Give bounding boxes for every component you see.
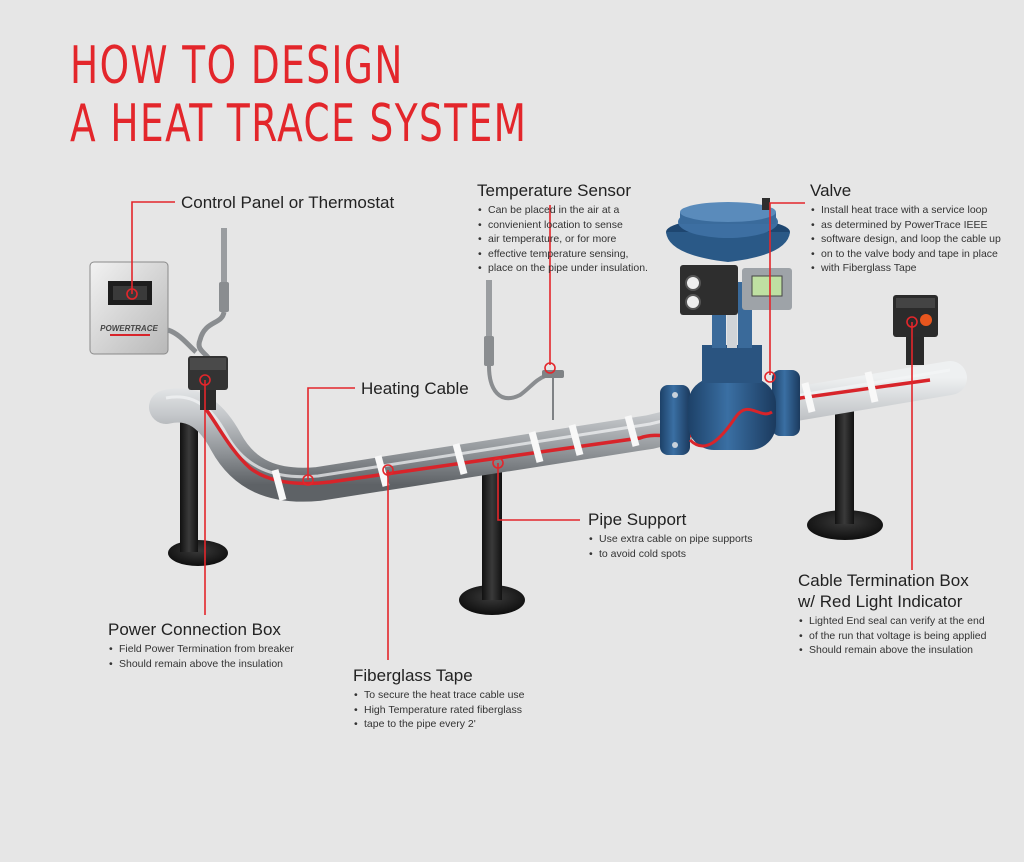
bullet-item: as determined by PowerTrace IEEE (810, 218, 1001, 233)
title-line-1: HOW TO DESIGN (70, 36, 404, 96)
bullet-item: Use extra cable on pipe supports (588, 532, 753, 547)
bullet-item: Should remain above the insulation (798, 643, 986, 658)
bullet-item: Lighted End seal can verify at the end (798, 614, 986, 629)
callout-title: Heating Cable (361, 379, 469, 398)
leader-lines (131, 201, 913, 660)
callout-bullets: Can be placed in the air at a convienien… (477, 203, 648, 276)
callout-title: Fiberglass Tape (353, 666, 473, 685)
callout-fiberglass-tape: Fiberglass Tape To secure the heat trace… (353, 665, 525, 732)
leader-targets (126, 288, 918, 486)
pipe-support-center (459, 468, 525, 615)
fiberglass-tape-bands (271, 371, 879, 501)
callout-bullets: To secure the heat trace cable use High … (353, 688, 525, 732)
bullet-item: tape to the pipe every 2' (353, 717, 525, 732)
pipe-support-left (168, 420, 228, 566)
bullet-item: on to the valve body and tape in place (810, 247, 1001, 262)
bullet-item: convienient location to sense (477, 218, 648, 233)
bullet-item: Install heat trace with a service loop (810, 203, 1001, 218)
bullet-item: High Temperature rated fiberglass (353, 703, 525, 718)
bullet-item: To secure the heat trace cable use (353, 688, 525, 703)
bullet-item: with Fiberglass Tape (810, 261, 1001, 276)
control-panel: POWERTRACE (89, 261, 169, 355)
temperature-sensor (484, 280, 564, 420)
panel-logo: POWERTRACE (100, 324, 158, 333)
callout-bullets: Install heat trace with a service loop a… (810, 203, 1001, 276)
callout-bullets: Use extra cable on pipe supports to avoi… (588, 532, 753, 561)
callout-pipe-support: Pipe Support Use extra cable on pipe sup… (588, 509, 753, 561)
bullet-item: software design, and loop the cable up (810, 232, 1001, 247)
cable-termination-box (893, 295, 938, 365)
valve (660, 198, 800, 455)
callout-title: Control Panel or Thermostat (181, 193, 395, 212)
callout-cable-termination: Cable Termination Box w/ Red Light Indic… (798, 570, 986, 658)
callout-title: Cable Termination Box (798, 571, 969, 590)
thermostat-conduit (167, 228, 229, 362)
bullet-item: Field Power Termination from breaker (108, 642, 294, 657)
power-connection-box (188, 356, 228, 410)
callout-bullets: Lighted End seal can verify at the end o… (798, 614, 986, 658)
bullet-item: of the run that voltage is being applied (798, 629, 986, 644)
callout-temperature-sensor: Temperature Sensor Can be placed in the … (477, 180, 648, 276)
callout-title-line-2: w/ Red Light Indicator (798, 592, 963, 611)
bullet-item: Can be placed in the air at a (477, 203, 648, 218)
callout-power-connection: Power Connection Box Field Power Termina… (108, 619, 294, 671)
bullet-item: Should remain above the insulation (108, 657, 294, 672)
callout-bullets: Field Power Termination from breaker Sho… (108, 642, 294, 671)
callout-title: Power Connection Box (108, 620, 281, 639)
callout-title: Pipe Support (588, 510, 687, 529)
callout-valve: Valve Install heat trace with a service … (810, 180, 1001, 276)
callout-title: Valve (810, 181, 852, 200)
bullet-item: place on the pipe under insulation. (477, 261, 648, 276)
bullet-item: to avoid cold spots (588, 547, 753, 562)
bullet-item: air temperature, or for more (477, 232, 648, 247)
bullet-item: effective temperature sensing, (477, 247, 648, 262)
callout-control-panel: Control Panel or Thermostat (181, 192, 394, 213)
callout-heating-cable: Heating Cable (361, 378, 469, 399)
pipe-support-right (807, 396, 883, 540)
callout-title: Temperature Sensor (477, 181, 632, 200)
title-line-2: A HEAT TRACE SYSTEM (70, 94, 528, 154)
